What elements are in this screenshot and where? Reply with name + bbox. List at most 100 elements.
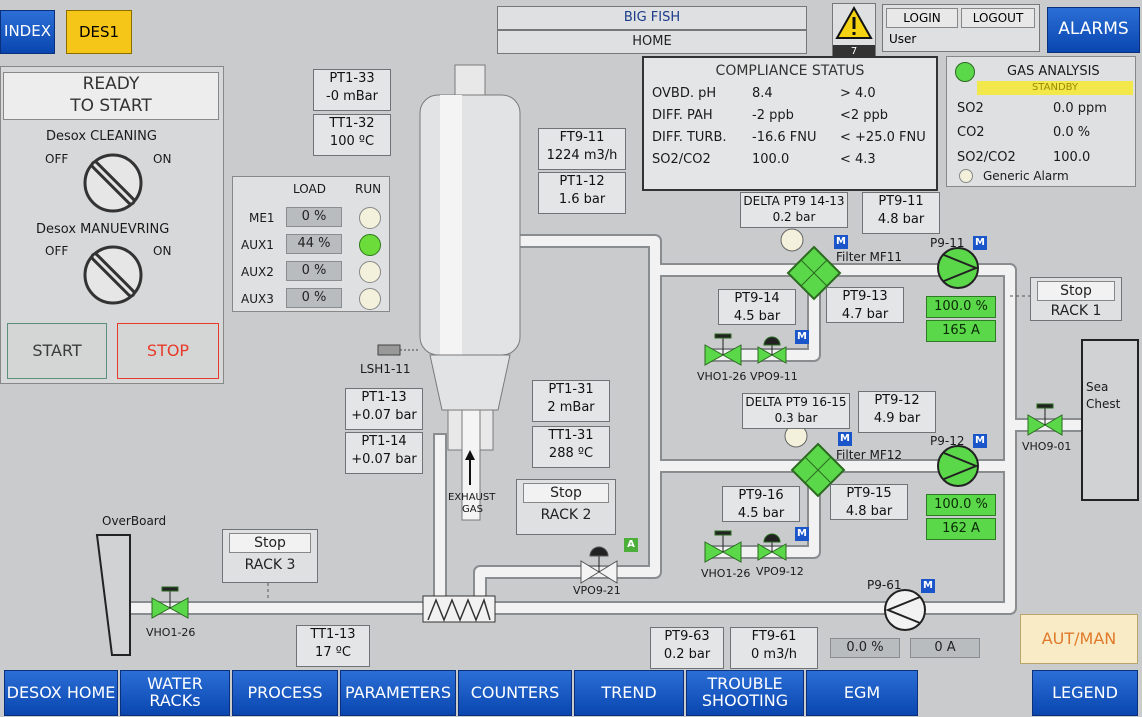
pump-p9-12-current: 162 A: [926, 518, 996, 540]
nav-counters[interactable]: COUNTERS: [458, 670, 572, 716]
tag-pt1-14: PT1-14+0.07 bar: [345, 432, 423, 474]
tag-value: 4.8 bar: [845, 504, 893, 519]
compliance-param: SO2/CO2: [652, 152, 711, 167]
pump-p9-61-label: P9-61: [867, 578, 902, 592]
tag-value: 0 m3/h: [751, 647, 797, 662]
nav-parameters[interactable]: PARAMETERS: [340, 670, 456, 716]
aut-man-button[interactable]: AUT/MAN: [1020, 614, 1138, 664]
compliance-limit: < 4.3: [840, 152, 876, 167]
gas-status-lamp: [955, 62, 975, 82]
engine-name: ME1: [249, 211, 275, 225]
pump-p9-11-current: 165 A: [926, 320, 996, 342]
tag-value: 4.5 bar: [737, 506, 785, 521]
rack2-label: RACK 2: [540, 507, 592, 523]
stop-button[interactable]: STOP: [117, 323, 219, 379]
rack1-label: RACK 1: [1050, 303, 1102, 319]
pump-p9-61-mode: M: [921, 579, 935, 593]
tag-name: PT9-63: [664, 629, 710, 644]
compliance-title: COMPLIANCE STATUS: [715, 63, 865, 79]
nav-water-racks[interactable]: WATER RACKs: [120, 670, 230, 716]
generic-alarm-lamp: [959, 169, 973, 183]
engine-run-lamp: [359, 234, 381, 256]
tag-ft9-11: FT9-11 1224 m3/h: [538, 128, 626, 170]
logout-button[interactable]: LOGOUT: [961, 8, 1035, 28]
pump-p9-12-speed: 100.0 %: [926, 494, 996, 516]
gas-standby-badge: STANDBY: [977, 81, 1133, 95]
gas-param: SO2: [957, 101, 984, 116]
tag-value: 2 mBar: [547, 400, 595, 415]
rack2-state: Stop: [523, 483, 609, 503]
engine-load-panel: LOAD RUN ME1 0 % AUX1 44 % AUX2 0 % AUX3…: [232, 176, 390, 312]
nav-desox-home[interactable]: DESOX HOME: [4, 670, 118, 716]
des1-button[interactable]: DES1: [66, 10, 132, 54]
valve-vpo9-11-label: VPO9-11: [750, 370, 798, 383]
cleaning-off-label: OFF: [45, 152, 69, 166]
desox-control-panel: READY TO START Desox CLEANING OFF ON Des…: [0, 66, 224, 384]
tag-name: PT1-12: [559, 174, 605, 189]
tag-value: 1224 m3/h: [546, 148, 618, 163]
tag-name: PT1-31: [548, 382, 594, 397]
warning-icon: [835, 5, 873, 39]
engine-run-lamp: [359, 288, 381, 310]
tag-name: PT9-14: [734, 291, 780, 306]
heat-exchanger: [422, 595, 496, 623]
scrubber-tower: [419, 64, 521, 521]
manuevring-selector-switch[interactable]: [81, 243, 145, 307]
compliance-limit: <2 ppb: [840, 108, 889, 123]
exhaust-label: EXHAUST: [448, 492, 496, 503]
valve-vpo9-11-mode: M: [795, 330, 809, 344]
engine-name: AUX3: [241, 292, 274, 306]
tag-value: 4.7 bar: [841, 307, 889, 322]
nav-process[interactable]: PROCESS: [232, 670, 338, 716]
alarms-button[interactable]: ALARMS: [1047, 7, 1140, 53]
nav-legend[interactable]: LEGEND: [1032, 670, 1138, 716]
tag-name: FT9-61: [751, 629, 797, 644]
tag-name: PT9-16: [738, 488, 784, 503]
chest-label: Chest: [1086, 397, 1121, 411]
tag-name: PT9-11: [878, 194, 924, 209]
login-button[interactable]: LOGIN: [886, 8, 958, 28]
tag-pt9-13: PT9-13 4.7 bar: [826, 287, 904, 323]
tag-value: 100 ºC: [329, 134, 375, 149]
nav-trouble-shooting[interactable]: TROUBLE SHOOTING: [686, 670, 804, 716]
nav-trend[interactable]: TREND: [574, 670, 684, 716]
tag-name: FT9-11: [559, 130, 605, 145]
process-piping-diagram: [95, 64, 1139, 656]
nav-egm[interactable]: EGM: [806, 670, 918, 716]
level-switch-lsh1-11: [377, 344, 420, 356]
tag-name: PT9-13: [842, 289, 888, 304]
valve-vho1-26-c-label: VHO1-26: [146, 626, 196, 639]
tag-ft9-61: FT9-61 0 m3/h: [730, 627, 818, 669]
tag-name: TT1-31: [548, 428, 594, 443]
gas-value: 0.0 ppm: [1053, 101, 1107, 116]
tag-pt1-33: PT1-33-0 mBar: [313, 69, 391, 111]
warning-indicator[interactable]: 7: [832, 3, 876, 59]
tag-value: 0.3 bar: [774, 411, 818, 425]
overboard-label: OverBoard: [102, 514, 167, 528]
engine-load: 0 %: [286, 261, 342, 281]
rack1-status[interactable]: Stop RACK 1: [1030, 277, 1122, 321]
valve-vpo9-21: [580, 546, 618, 584]
compliance-param: OVBD. pH: [652, 86, 717, 101]
cleaning-on-label: ON: [153, 152, 172, 166]
tag-pt1-31: PT1-31 2 mBar: [532, 380, 610, 422]
pump-p9-12-label: P9-12: [930, 434, 965, 448]
rack3-status[interactable]: Stop RACK 3: [222, 529, 318, 583]
valve-vho1-26-b: [704, 530, 742, 563]
cleaning-selector-switch[interactable]: [81, 151, 145, 215]
tag-value: +0.07 bar: [351, 452, 417, 467]
index-button[interactable]: INDEX: [0, 10, 55, 54]
compliance-limit: < +25.0 FNU: [840, 130, 926, 145]
start-button[interactable]: START: [7, 323, 107, 379]
manuevring-off-label: OFF: [45, 244, 69, 258]
rack2-status[interactable]: Stop RACK 2: [516, 479, 616, 535]
filter-mf11-mode: M: [834, 235, 848, 249]
